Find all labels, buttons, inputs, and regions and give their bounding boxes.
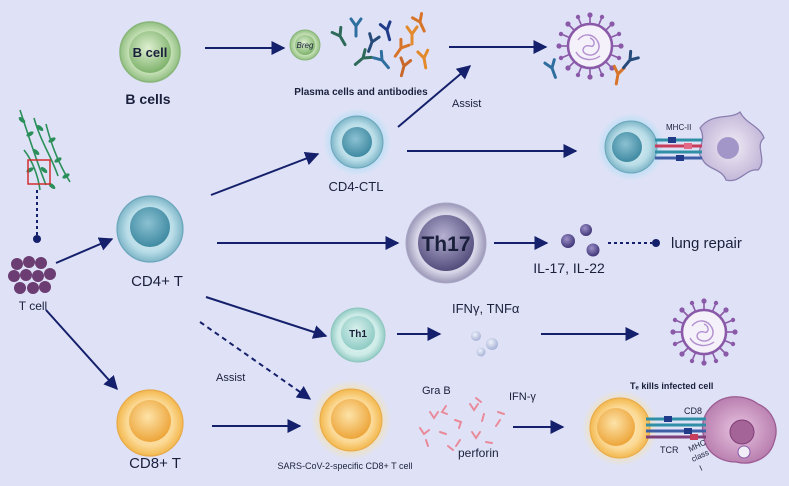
lymph-tissue-icon <box>18 109 71 191</box>
ifn-gamma-label: IFN-γ <box>509 391 536 403</box>
cd8-label: CD8 <box>684 406 702 416</box>
interleukin-dots-icon <box>561 224 600 257</box>
arrow-tcell-to-cd8 <box>45 309 118 391</box>
arrow-tcell-to-cd4 <box>55 237 114 264</box>
cd8-killing-interaction: CD8 TCR MHC class I <box>582 390 777 473</box>
cytokine-dots-icon <box>471 331 498 357</box>
lung-dot <box>652 239 660 247</box>
breg-label: Breg <box>297 41 314 50</box>
gra-b-label: Gra B <box>422 385 451 397</box>
arrow-cd4-to-ctl <box>210 151 320 196</box>
sars-specific-cd8-cell <box>311 380 391 460</box>
ifn-tnf-label: IFNγ, TNFα <box>452 301 520 316</box>
infected-cell-icon <box>701 396 777 464</box>
ctl-apc-interaction: MHC-II <box>597 110 765 182</box>
arrow-ctl-assist <box>397 65 472 128</box>
perforin-label: perforin <box>458 446 499 460</box>
t-cell-cluster-icon <box>8 256 56 294</box>
th1-cell: Th1 <box>330 307 386 363</box>
cd8-t-cell <box>116 389 184 457</box>
il-label: IL-17, IL-22 <box>533 260 605 276</box>
b-cell-inner-label: B cell <box>133 45 168 60</box>
th17-cell: Th17 <box>405 202 487 284</box>
cd4-ctl-label: CD4-CTL <box>329 179 384 194</box>
t-cell-label: T cell <box>19 299 47 313</box>
dendritic-cell-icon <box>698 110 765 182</box>
cd8-t-label: CD8+ T <box>129 455 181 472</box>
cd4-t-label: CD4+ T <box>131 273 183 290</box>
cd4-ctl-cell <box>323 108 391 176</box>
th17-label: Th17 <box>421 233 470 256</box>
tcr-label: TCR <box>660 445 679 455</box>
cd4-t-cell <box>116 195 184 263</box>
plasma-label: Plasma cells and antibodies <box>294 87 428 98</box>
assist-top-label: Assist <box>452 98 481 110</box>
tc-kills-label: Tₑ kills infected cell <box>630 381 713 391</box>
connector-dot <box>33 235 41 243</box>
granzyme-perforin-icon <box>419 397 505 451</box>
arrow-cd4-assist-cd8 <box>199 321 312 400</box>
b-cells-label: B cells <box>125 91 170 107</box>
assist-bottom-label: Assist <box>216 372 245 384</box>
sars-label: SARS-CoV-2-specific CD8+ T cell <box>278 461 413 471</box>
mhc2-label: MHC-II <box>666 123 691 132</box>
virus-icon-middle <box>669 297 739 367</box>
mhc1-label-c: I <box>698 464 704 473</box>
lung-repair-label: lung repair <box>671 235 742 252</box>
breg-cell: Breg <box>289 29 321 61</box>
th1-label: Th1 <box>349 329 367 340</box>
arrow-cd4-to-th1 <box>205 296 328 339</box>
b-cell: B cell <box>119 21 181 83</box>
